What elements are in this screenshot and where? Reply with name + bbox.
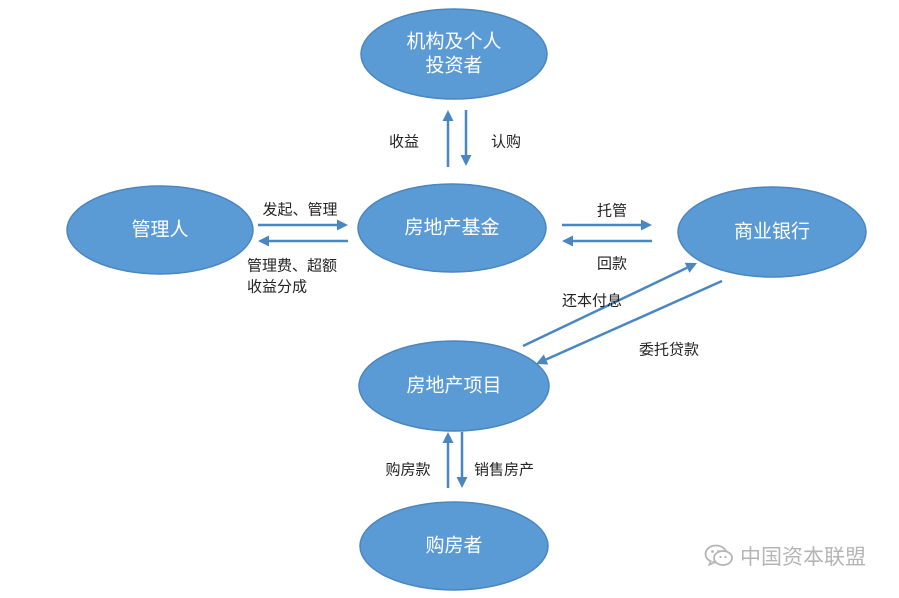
edge-label: 回款 [597,255,627,273]
edge-project-to-bank [522,262,697,348]
node-buyers: 购房者 [359,501,549,591]
node-ellipse [358,340,550,432]
watermark-text: 中国资本联盟 [740,545,866,569]
node-ellipse [357,183,547,273]
edge-label: 发起、管理 [262,201,337,219]
edges-layer [258,110,723,488]
arrow-head-icon [641,219,652,231]
arrow-head-icon [337,219,348,231]
node-label: 房地产基金 [404,217,499,239]
node-ellipse [66,185,254,275]
edge-line [522,266,688,348]
node-label: 投资者 [425,55,482,77]
node-label: 商业银行 [734,221,810,243]
arrow-head-icon [684,262,697,273]
edge-label: 管理费、超额 [247,257,337,275]
node-ellipse [359,501,549,591]
node-ellipse [677,186,867,278]
edge-fund-to-investors [442,110,454,167]
edge-investors-to-fund [460,110,472,166]
edge-manager-to-fund [258,219,348,231]
node-ellipse [360,8,548,100]
arrow-head-icon [536,354,549,365]
edge-bank-to-project [536,279,723,365]
watermark: 中国资本联盟 [704,541,866,571]
edge-bank-to-fund [562,235,652,247]
edge-line [545,279,723,361]
edge-label: 还本付息 [562,292,622,310]
node-label: 购房者 [425,535,482,557]
edge-label: 购房款 [385,461,430,479]
edge-project-to-buyers [456,432,468,488]
arrow-head-icon [562,235,573,247]
arrow-head-icon [456,477,468,488]
node-bank: 商业银行 [677,186,867,278]
arrow-head-icon [460,155,472,166]
edge-label: 收益 [389,133,419,151]
edge-label: 销售房产 [474,461,534,479]
edge-buyers-to-project [442,432,454,488]
node-label: 机构及个人 [406,31,501,53]
edge-label: 委托贷款 [639,341,699,359]
arrow-head-icon [442,110,454,121]
edge-label: 托管 [597,202,627,220]
wechat-icon [704,543,734,569]
edge-fund-to-bank [562,219,652,231]
arrow-head-icon [258,235,269,247]
node-project: 房地产项目 [358,340,550,432]
edge-label: 认购 [491,133,521,151]
edge-label: 收益分成 [247,278,307,296]
arrow-head-icon [442,432,454,443]
node-label: 房地产项目 [406,375,501,397]
node-manager: 管理人 [66,185,254,275]
node-fund: 房地产基金 [357,183,547,273]
edge-fund-to-manager [258,235,348,247]
node-label: 管理人 [131,219,188,241]
